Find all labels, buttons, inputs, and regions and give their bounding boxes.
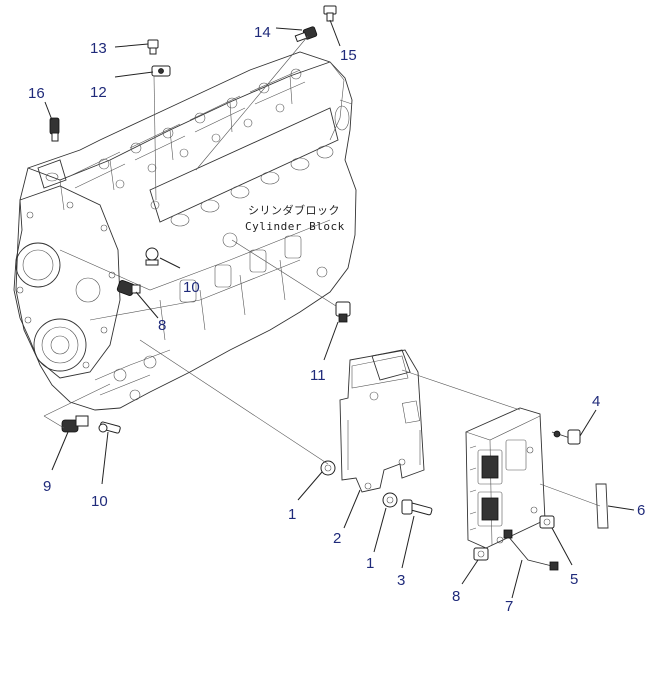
callout-8-upper: 8 xyxy=(158,317,166,334)
cylinder-block-label-en: Cylinder Block xyxy=(245,220,345,233)
spacer-part-1-right xyxy=(382,492,398,508)
bolt-part-5 xyxy=(539,515,555,529)
bolt-part-13 xyxy=(147,39,159,55)
callout-14: 14 xyxy=(254,24,271,41)
callout-2: 2 xyxy=(333,530,341,547)
sensor-part-9 xyxy=(61,415,89,433)
bolt-part-15 xyxy=(323,5,337,22)
callout-15: 15 xyxy=(340,47,357,64)
callout-8-lower: 8 xyxy=(452,588,460,605)
callout-9: 9 xyxy=(43,478,51,495)
sensor-part-12 xyxy=(151,65,171,77)
callout-5: 5 xyxy=(570,571,578,588)
cylinder-block-label-jp: シリンダブロック xyxy=(248,203,340,217)
bolt-part-4 xyxy=(551,429,581,445)
callout-10-upper: 10 xyxy=(183,279,200,296)
callout-1-left: 1 xyxy=(288,506,296,523)
ecm-bracket-part-2 xyxy=(339,349,425,493)
sensor-part-14 xyxy=(294,26,318,43)
label-plate-part-6 xyxy=(595,483,609,529)
callout-12: 12 xyxy=(90,84,107,101)
callout-7: 7 xyxy=(505,598,513,615)
ecm-controller xyxy=(465,407,546,549)
callout-1-right: 1 xyxy=(366,555,374,572)
bolt-part-8-lower xyxy=(473,547,489,561)
bolt-part-10-upper xyxy=(145,247,159,266)
callout-numbers: 16 13 12 14 15 10 8 11 4 9 10 1 2 1 3 6 … xyxy=(28,24,645,615)
callout-11: 11 xyxy=(310,367,326,384)
callout-4: 4 xyxy=(592,393,600,410)
callout-16: 16 xyxy=(28,85,45,102)
bolt-part-3 xyxy=(401,499,433,516)
callout-10-lower: 10 xyxy=(91,493,108,510)
spacer-part-1-left xyxy=(320,460,336,476)
temp-sensor-part-16 xyxy=(49,117,60,142)
leader-lines xyxy=(43,19,635,599)
callout-13: 13 xyxy=(90,40,107,57)
callout-3: 3 xyxy=(397,572,405,589)
sensor-part-11 xyxy=(335,301,351,323)
callout-6: 6 xyxy=(637,502,645,519)
bolt-part-10-lower xyxy=(98,421,121,434)
sensor-part-8-upper xyxy=(116,280,141,296)
wire-part-7 xyxy=(503,529,559,571)
cylinder-block-drawing: シリンダブロック Cylinder Block xyxy=(13,51,357,411)
